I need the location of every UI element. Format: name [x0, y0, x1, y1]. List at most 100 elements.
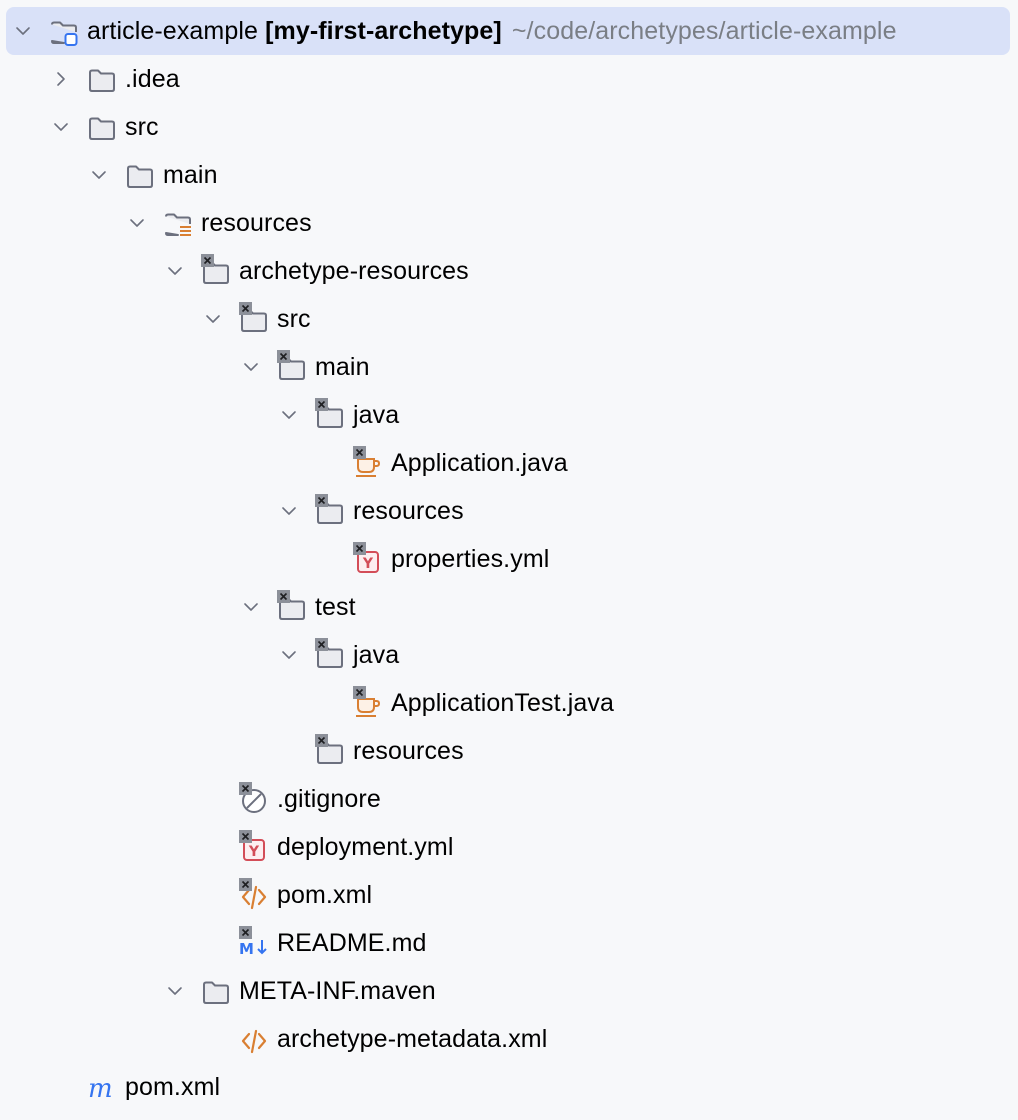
tree-item-label: properties.yml [391, 545, 549, 573]
chevron-down-icon[interactable] [89, 165, 109, 185]
folder-icon [315, 398, 345, 430]
chevron-down-icon[interactable] [241, 597, 261, 617]
excluded-badge-icon [315, 734, 328, 747]
tree-row[interactable]: article-example [my-first-archetype]~/co… [0, 7, 1018, 55]
item-name: .gitignore [277, 785, 381, 813]
xml-file-icon [239, 1026, 269, 1054]
item-name: src [277, 305, 311, 333]
resources-folder-icon [163, 210, 193, 238]
folder-icon [315, 638, 345, 670]
chevron-down-icon[interactable] [165, 981, 185, 1001]
folder-icon [239, 302, 269, 334]
tree-item-label: Application.java [391, 449, 568, 477]
folder-icon [87, 114, 117, 142]
project-path: ~/code/archetypes/article-example [511, 17, 897, 45]
tree-row[interactable]: m pom.xml [0, 1063, 1018, 1111]
excluded-badge-icon [239, 926, 252, 939]
chevron-down-icon[interactable] [279, 405, 299, 425]
item-name: src [125, 113, 159, 141]
tree-row[interactable]: archetype-resources [0, 247, 1018, 295]
folder-icon [315, 734, 345, 766]
tree-row[interactable]: java [0, 631, 1018, 679]
tree-row[interactable]: main [0, 151, 1018, 199]
excluded-badge-icon [353, 686, 366, 699]
tree-row[interactable]: test [0, 583, 1018, 631]
item-name: META-INF.maven [239, 977, 436, 1005]
chevron-down-icon[interactable] [51, 117, 71, 137]
tree-row[interactable]: java [0, 391, 1018, 439]
tree-item-label: README.md [277, 929, 427, 957]
chevron-down-icon[interactable] [241, 357, 261, 377]
item-name: archetype-metadata.xml [277, 1025, 548, 1053]
tree-row[interactable]: pom.xml [0, 871, 1018, 919]
tree-item-label: article-example [my-first-archetype]~/co… [87, 17, 897, 45]
tree-item-label: deployment.yml [277, 833, 453, 861]
folder-icon [125, 162, 155, 190]
tree-row[interactable]: resources [0, 199, 1018, 247]
item-name: java [353, 401, 400, 429]
item-name: pom.xml [277, 881, 373, 909]
tree-item-label: pom.xml [125, 1073, 220, 1101]
excluded-badge-icon [277, 350, 290, 363]
tree-item-label: resources [353, 497, 464, 525]
java-class-icon [353, 686, 383, 718]
excluded-badge-icon [201, 254, 214, 267]
tree-row[interactable]: ApplicationTest.java [0, 679, 1018, 727]
folder-icon [277, 350, 307, 382]
maven-file-icon: m [87, 1074, 117, 1104]
chevron-down-icon[interactable] [203, 309, 223, 329]
chevron-down-icon[interactable] [13, 21, 33, 41]
tree-item-label: test [315, 593, 356, 621]
excluded-badge-icon [353, 542, 366, 555]
item-name: resources [353, 497, 464, 525]
tree-item-label: resources [353, 737, 464, 765]
item-name: main [163, 161, 218, 189]
chevron-right-icon[interactable] [51, 69, 71, 89]
tree-row[interactable]: resources [0, 487, 1018, 535]
chevron-down-icon[interactable] [127, 213, 147, 233]
tree-item-label: META-INF.maven [239, 977, 436, 1005]
tree-item-label: archetype-resources [239, 257, 469, 285]
yaml-file-icon: Y [239, 830, 269, 862]
item-name: deployment.yml [277, 833, 454, 861]
item-name: java [353, 641, 400, 669]
tree-row[interactable]: Application.java [0, 439, 1018, 487]
folder-icon [277, 590, 307, 622]
excluded-badge-icon [353, 446, 366, 459]
item-name: test [315, 593, 356, 621]
yaml-file-icon: Y [353, 542, 383, 574]
chevron-down-icon[interactable] [279, 501, 299, 521]
xml-file-icon [239, 878, 269, 910]
excluded-badge-icon [315, 638, 328, 651]
tree-row[interactable]: archetype-metadata.xml [0, 1015, 1018, 1063]
tree-row[interactable]: META-INF.maven [0, 967, 1018, 1015]
item-name: article-example [87, 17, 259, 45]
excluded-badge-icon [239, 302, 252, 315]
tree-item-label: main [163, 161, 218, 189]
tree-row[interactable]: .gitignore [0, 775, 1018, 823]
excluded-badge-icon [239, 830, 252, 843]
folder-icon [201, 978, 231, 1006]
tree-row[interactable]: src [0, 103, 1018, 151]
item-name: properties.yml [391, 545, 550, 573]
tree-row[interactable]: M README.md [0, 919, 1018, 967]
chevron-down-icon[interactable] [165, 261, 185, 281]
item-name: .idea [125, 65, 180, 93]
tree-row[interactable]: main [0, 343, 1018, 391]
excluded-badge-icon [239, 878, 252, 891]
tree-item-label: .gitignore [277, 785, 381, 813]
tree-item-label: ApplicationTest.java [391, 689, 614, 717]
tree-row[interactable]: resources [0, 727, 1018, 775]
tree-row[interactable]: src [0, 295, 1018, 343]
tree-row[interactable]: Y properties.yml [0, 535, 1018, 583]
folder-icon [315, 494, 345, 526]
tree-item-label: .idea [125, 65, 180, 93]
tree-item-label: src [125, 113, 159, 141]
chevron-down-icon[interactable] [279, 645, 299, 665]
tree-row[interactable]: Y deployment.yml [0, 823, 1018, 871]
excluded-badge-icon [239, 782, 252, 795]
tree-row[interactable]: .idea [0, 55, 1018, 103]
folder-icon [87, 66, 117, 94]
item-name: README.md [277, 929, 427, 957]
